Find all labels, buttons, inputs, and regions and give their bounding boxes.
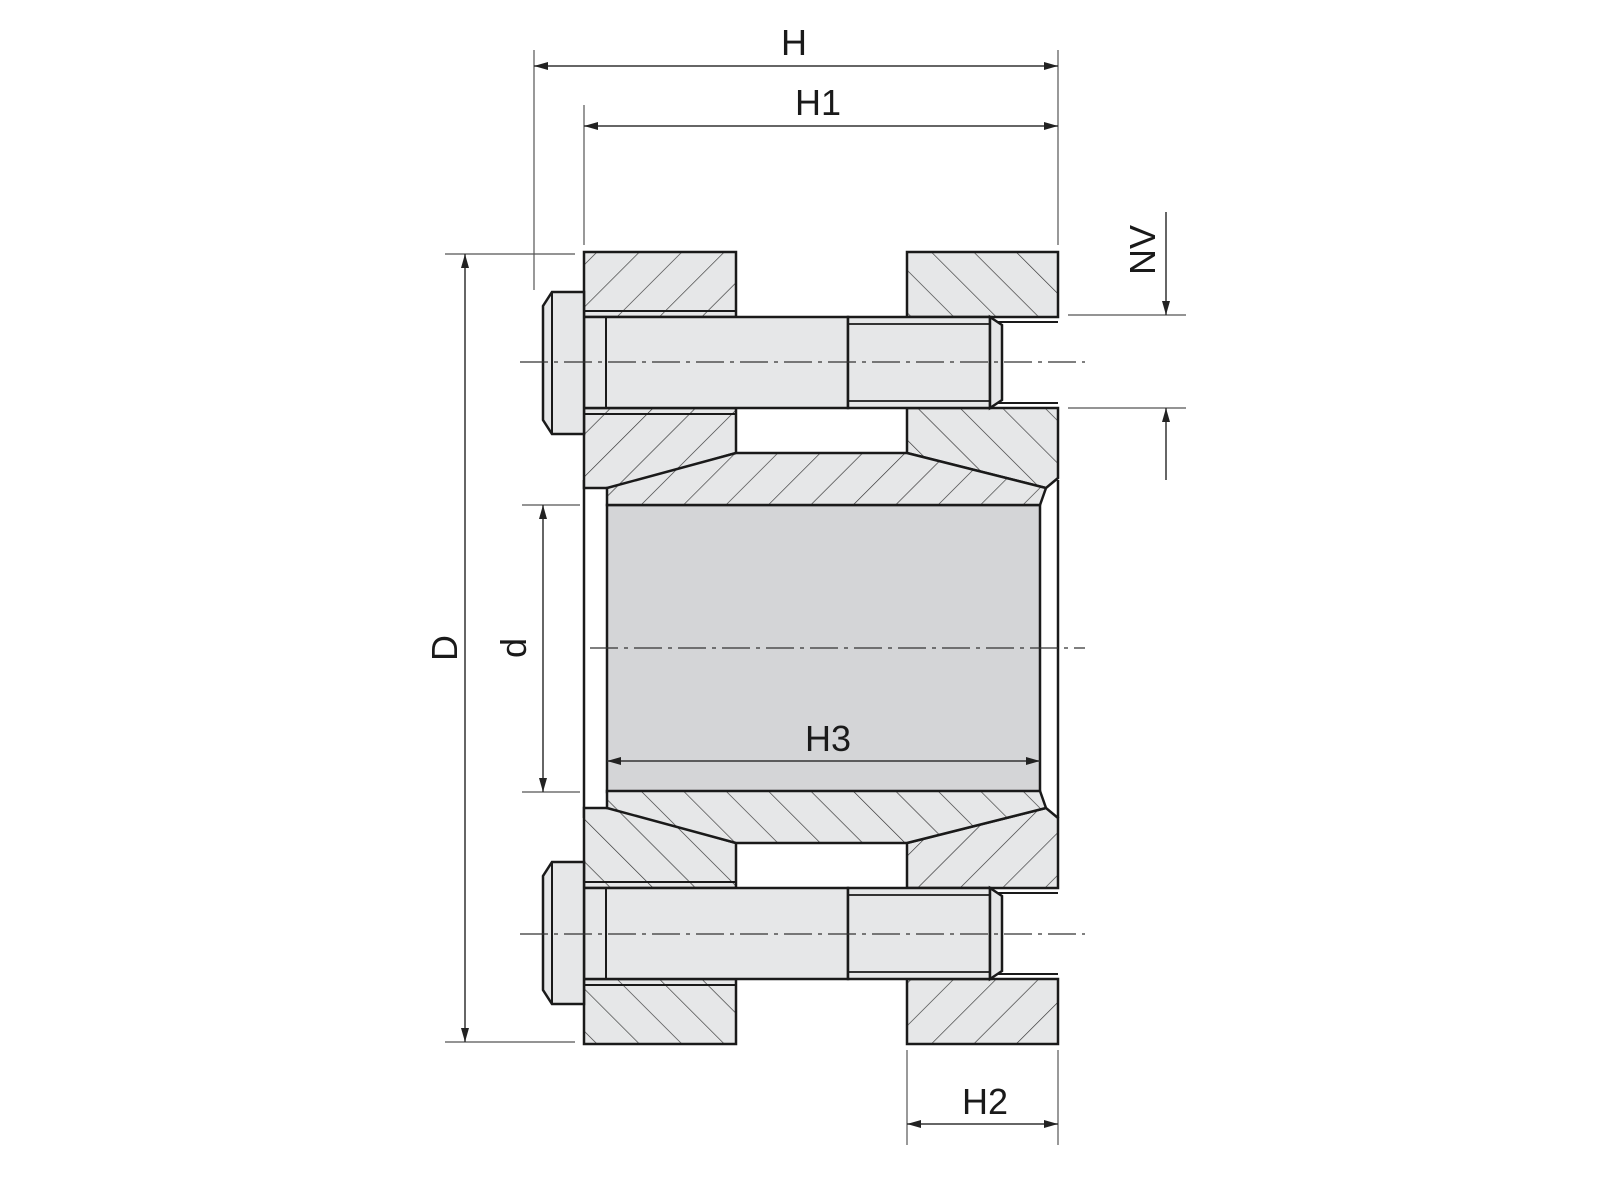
label-H: H	[781, 22, 807, 63]
label-d: d	[493, 638, 534, 658]
upper-half	[541, 250, 1060, 507]
bolt-head	[541, 290, 586, 436]
label-D: D	[424, 635, 465, 661]
right-flange-taper	[905, 406, 1060, 490]
lower-half	[541, 789, 1060, 1046]
label-NV: NV	[1122, 225, 1163, 275]
label-H3: H3	[805, 718, 851, 759]
inner-ring	[605, 451, 1048, 507]
left-flange-top	[582, 250, 738, 319]
label-H1: H1	[795, 82, 841, 123]
label-H2: H2	[962, 1081, 1008, 1122]
right-flange-top	[905, 250, 1060, 319]
